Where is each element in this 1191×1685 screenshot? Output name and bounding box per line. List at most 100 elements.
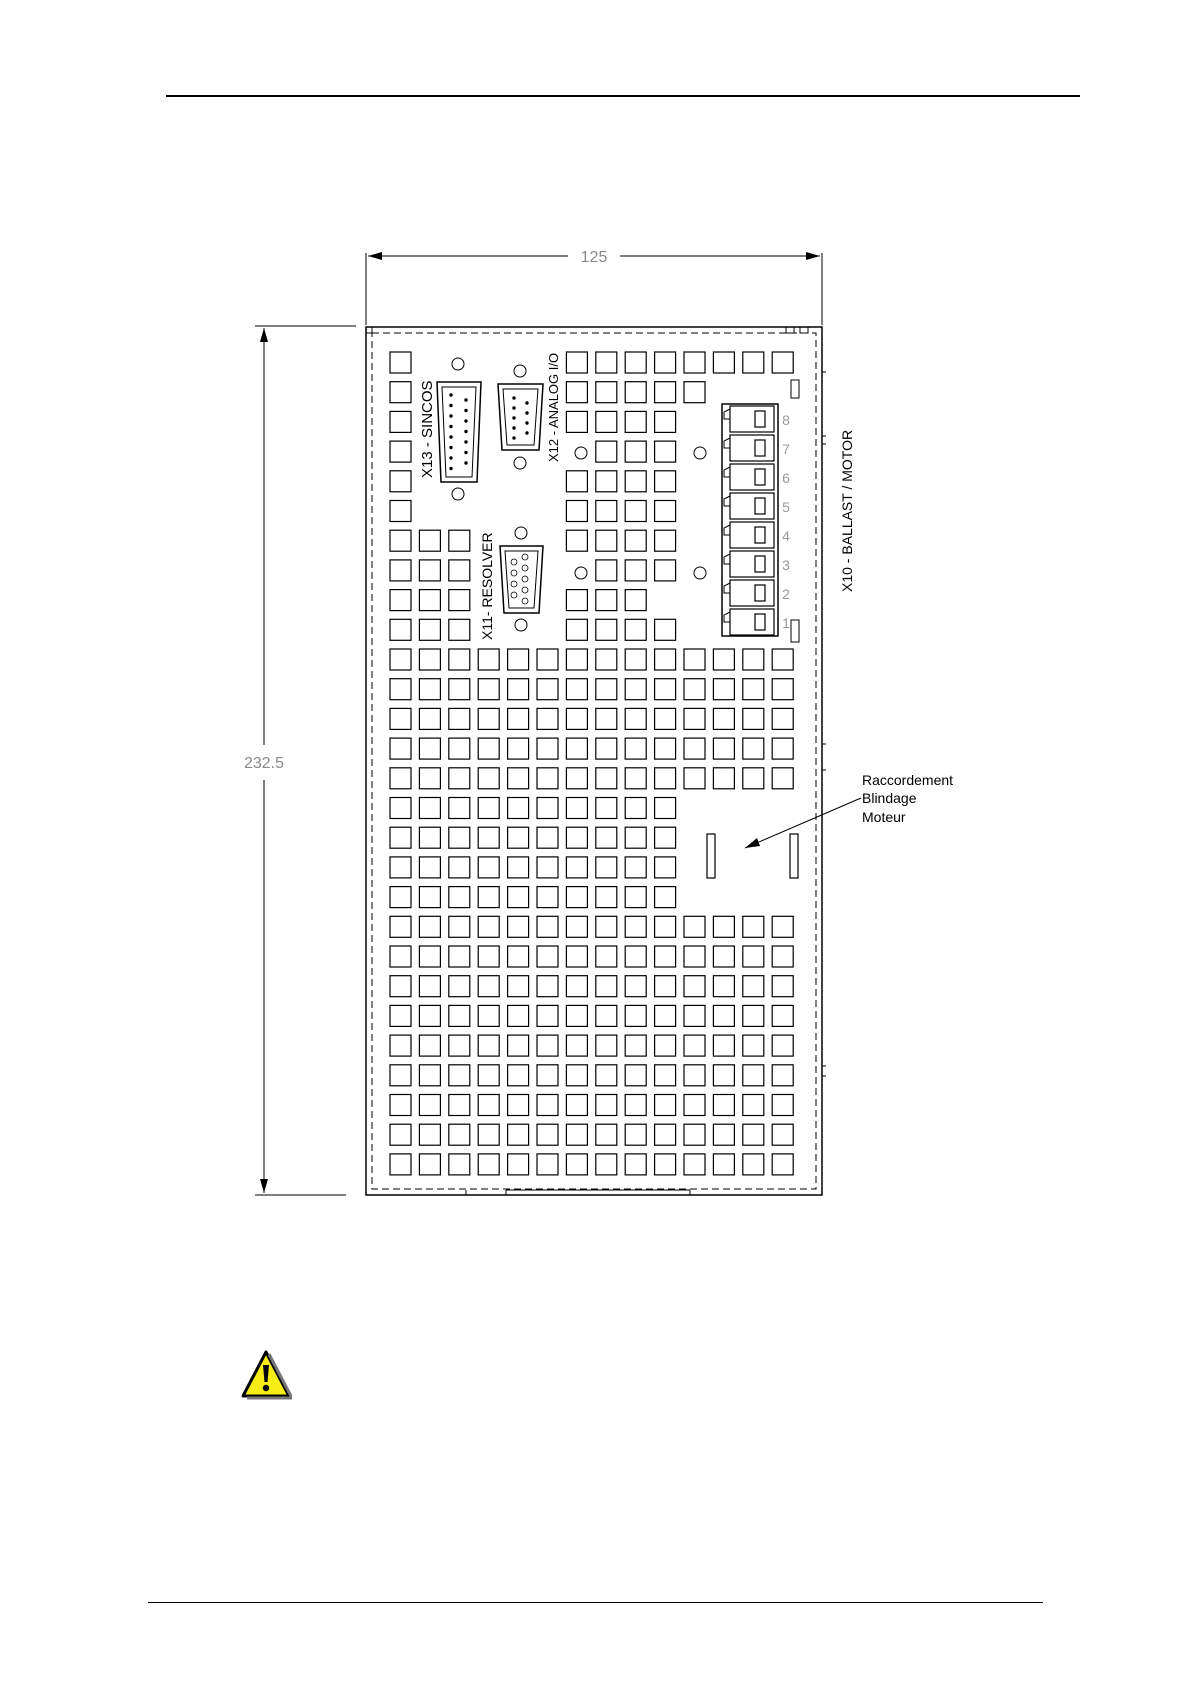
vent-slot — [655, 679, 676, 700]
vent-slot — [743, 768, 764, 789]
vent-slot — [566, 530, 587, 551]
vent-slot — [743, 649, 764, 670]
vent-slot — [772, 976, 793, 997]
vent-slot — [566, 738, 587, 759]
vent-slot — [684, 679, 705, 700]
vent-slot — [566, 382, 587, 403]
vent-slot — [390, 1035, 411, 1056]
vent-slot — [566, 501, 587, 522]
x11-resolver-label: X11- RESOLVER — [479, 532, 495, 640]
vent-slot — [596, 798, 617, 819]
vent-slot — [537, 738, 558, 759]
vent-slot — [596, 1124, 617, 1145]
vent-slot — [566, 1035, 587, 1056]
vent-slot — [449, 738, 470, 759]
vent-slot — [713, 1035, 734, 1056]
vent-slot — [655, 708, 676, 729]
mounting-holes — [575, 447, 706, 579]
vent-slot — [743, 1065, 764, 1086]
vent-slot — [566, 916, 587, 937]
vent-slot — [625, 916, 646, 937]
vent-slot — [478, 1124, 499, 1145]
vent-slot — [625, 352, 646, 373]
vent-slot — [449, 679, 470, 700]
vent-slot — [655, 857, 676, 878]
connector-pin — [525, 401, 528, 404]
connector-pin — [464, 451, 467, 454]
vent-slot — [713, 916, 734, 937]
terminal-cell — [730, 551, 774, 577]
connector-pin — [511, 581, 517, 587]
vent-slot — [713, 679, 734, 700]
connector-pin — [449, 393, 452, 396]
vent-slot — [390, 1124, 411, 1145]
ventilation-grid — [390, 352, 799, 1175]
vent-slot — [566, 590, 587, 611]
vent-slot — [743, 976, 764, 997]
vent-slot — [596, 501, 617, 522]
vent-slot — [390, 1095, 411, 1116]
vent-slot — [625, 1095, 646, 1116]
vent-slot — [478, 1005, 499, 1026]
vent-slot — [566, 471, 587, 492]
connector-pin — [512, 426, 515, 429]
vent-slot — [684, 738, 705, 759]
terminal-latch — [724, 438, 730, 448]
vent-slot — [537, 798, 558, 819]
vent-slot — [478, 708, 499, 729]
vent-slot — [390, 352, 411, 373]
vent-slot — [537, 887, 558, 908]
vent-slot — [625, 411, 646, 432]
terminal-cell — [730, 435, 774, 461]
vent-slot — [625, 946, 646, 967]
vent-slot — [449, 768, 470, 789]
vent-slot — [596, 827, 617, 848]
vent-slot — [508, 946, 529, 967]
vent-slot — [596, 1154, 617, 1175]
vent-slot — [508, 649, 529, 670]
vent-slot — [655, 738, 676, 759]
vent-slot — [449, 887, 470, 908]
vent-slot — [596, 471, 617, 492]
vent-slot — [655, 916, 676, 937]
vent-slot — [508, 887, 529, 908]
terminal-screw — [755, 527, 765, 543]
vent-slot — [625, 708, 646, 729]
terminal-cell — [730, 609, 774, 635]
vent-slot — [419, 946, 440, 967]
vent-slot — [449, 827, 470, 848]
vent-slot — [478, 738, 499, 759]
vent-slot — [478, 1035, 499, 1056]
vent-slot — [625, 857, 646, 878]
terminal-screw — [755, 585, 765, 601]
vent-slot — [566, 976, 587, 997]
vent-slot — [743, 679, 764, 700]
vent-slot — [419, 1095, 440, 1116]
vent-slot — [655, 887, 676, 908]
vent-slot — [713, 649, 734, 670]
vent-slot — [449, 1065, 470, 1086]
vent-slot — [478, 946, 499, 967]
vent-slot — [655, 471, 676, 492]
callout-line-1: Raccordement — [862, 772, 953, 788]
vent-slot — [596, 1035, 617, 1056]
vent-slot — [625, 471, 646, 492]
vent-slot — [655, 827, 676, 848]
connector-pin — [464, 409, 467, 412]
vent-slot — [566, 798, 587, 819]
vent-slot — [655, 1124, 676, 1145]
vent-slot — [419, 1154, 440, 1175]
connector-pin — [449, 435, 452, 438]
vent-slot — [478, 679, 499, 700]
vent-slot — [449, 1095, 470, 1116]
vent-slot — [537, 827, 558, 848]
vent-slot — [419, 1005, 440, 1026]
connector-pin — [449, 456, 452, 459]
vent-slot — [772, 649, 793, 670]
connector-pin — [464, 419, 467, 422]
vent-slot — [537, 708, 558, 729]
vent-slot — [449, 1035, 470, 1056]
vent-slot — [655, 1005, 676, 1026]
terminal-screw — [755, 440, 765, 456]
